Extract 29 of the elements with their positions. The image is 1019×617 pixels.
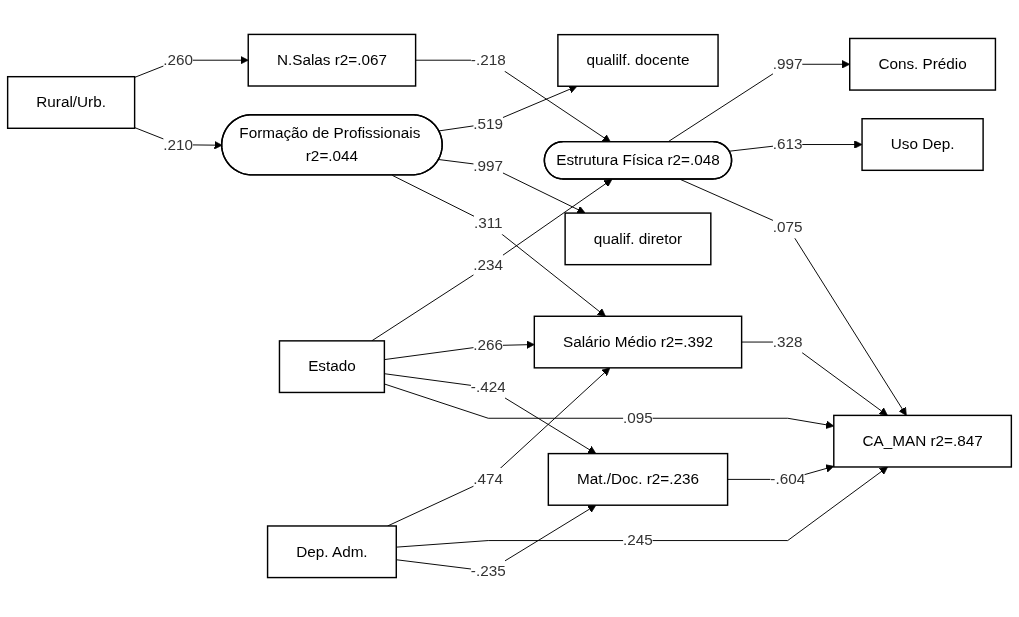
edge-label: .260 (163, 51, 194, 68)
node-box: qualilf. docente (557, 33, 719, 87)
edge-label: .474 (473, 470, 504, 488)
edge-label: -.235 (470, 562, 506, 579)
node-box: CA_MAN r2=.847 (833, 414, 1013, 468)
edge-label: -.604 (770, 470, 806, 488)
edge-label: .075 (772, 218, 803, 235)
edge-label: .095 (623, 409, 653, 426)
edge-label: .997 (473, 157, 504, 174)
node-box: Rural/Urb. (6, 75, 136, 129)
edge-label: .613 (772, 135, 803, 153)
node-box: qualif. diretor (564, 212, 712, 266)
edge-label: .266 (473, 337, 504, 354)
node-box: Salário Médio r2=.392 (533, 315, 743, 369)
edge-label: .210 (163, 136, 194, 153)
edge-label: .997 (772, 55, 803, 72)
node-box: N.Salas r2=.067 (247, 33, 417, 87)
edge-label: .519 (473, 115, 504, 132)
edge-label: -.218 (470, 51, 506, 68)
node-box: Cons. Prédio (849, 37, 997, 91)
edge-label: .234 (473, 256, 504, 274)
edge-label: .311 (473, 214, 503, 231)
node-box: Mat./Doc. r2=.236 (547, 452, 729, 506)
edge-label: .328 (772, 333, 803, 350)
edge-label: .245 (623, 531, 653, 549)
node-box: Dep. Adm. (266, 525, 397, 579)
edge-label: -.424 (470, 379, 506, 396)
node-box: Uso Dep. (861, 118, 984, 172)
node-box: Estado (278, 340, 386, 394)
